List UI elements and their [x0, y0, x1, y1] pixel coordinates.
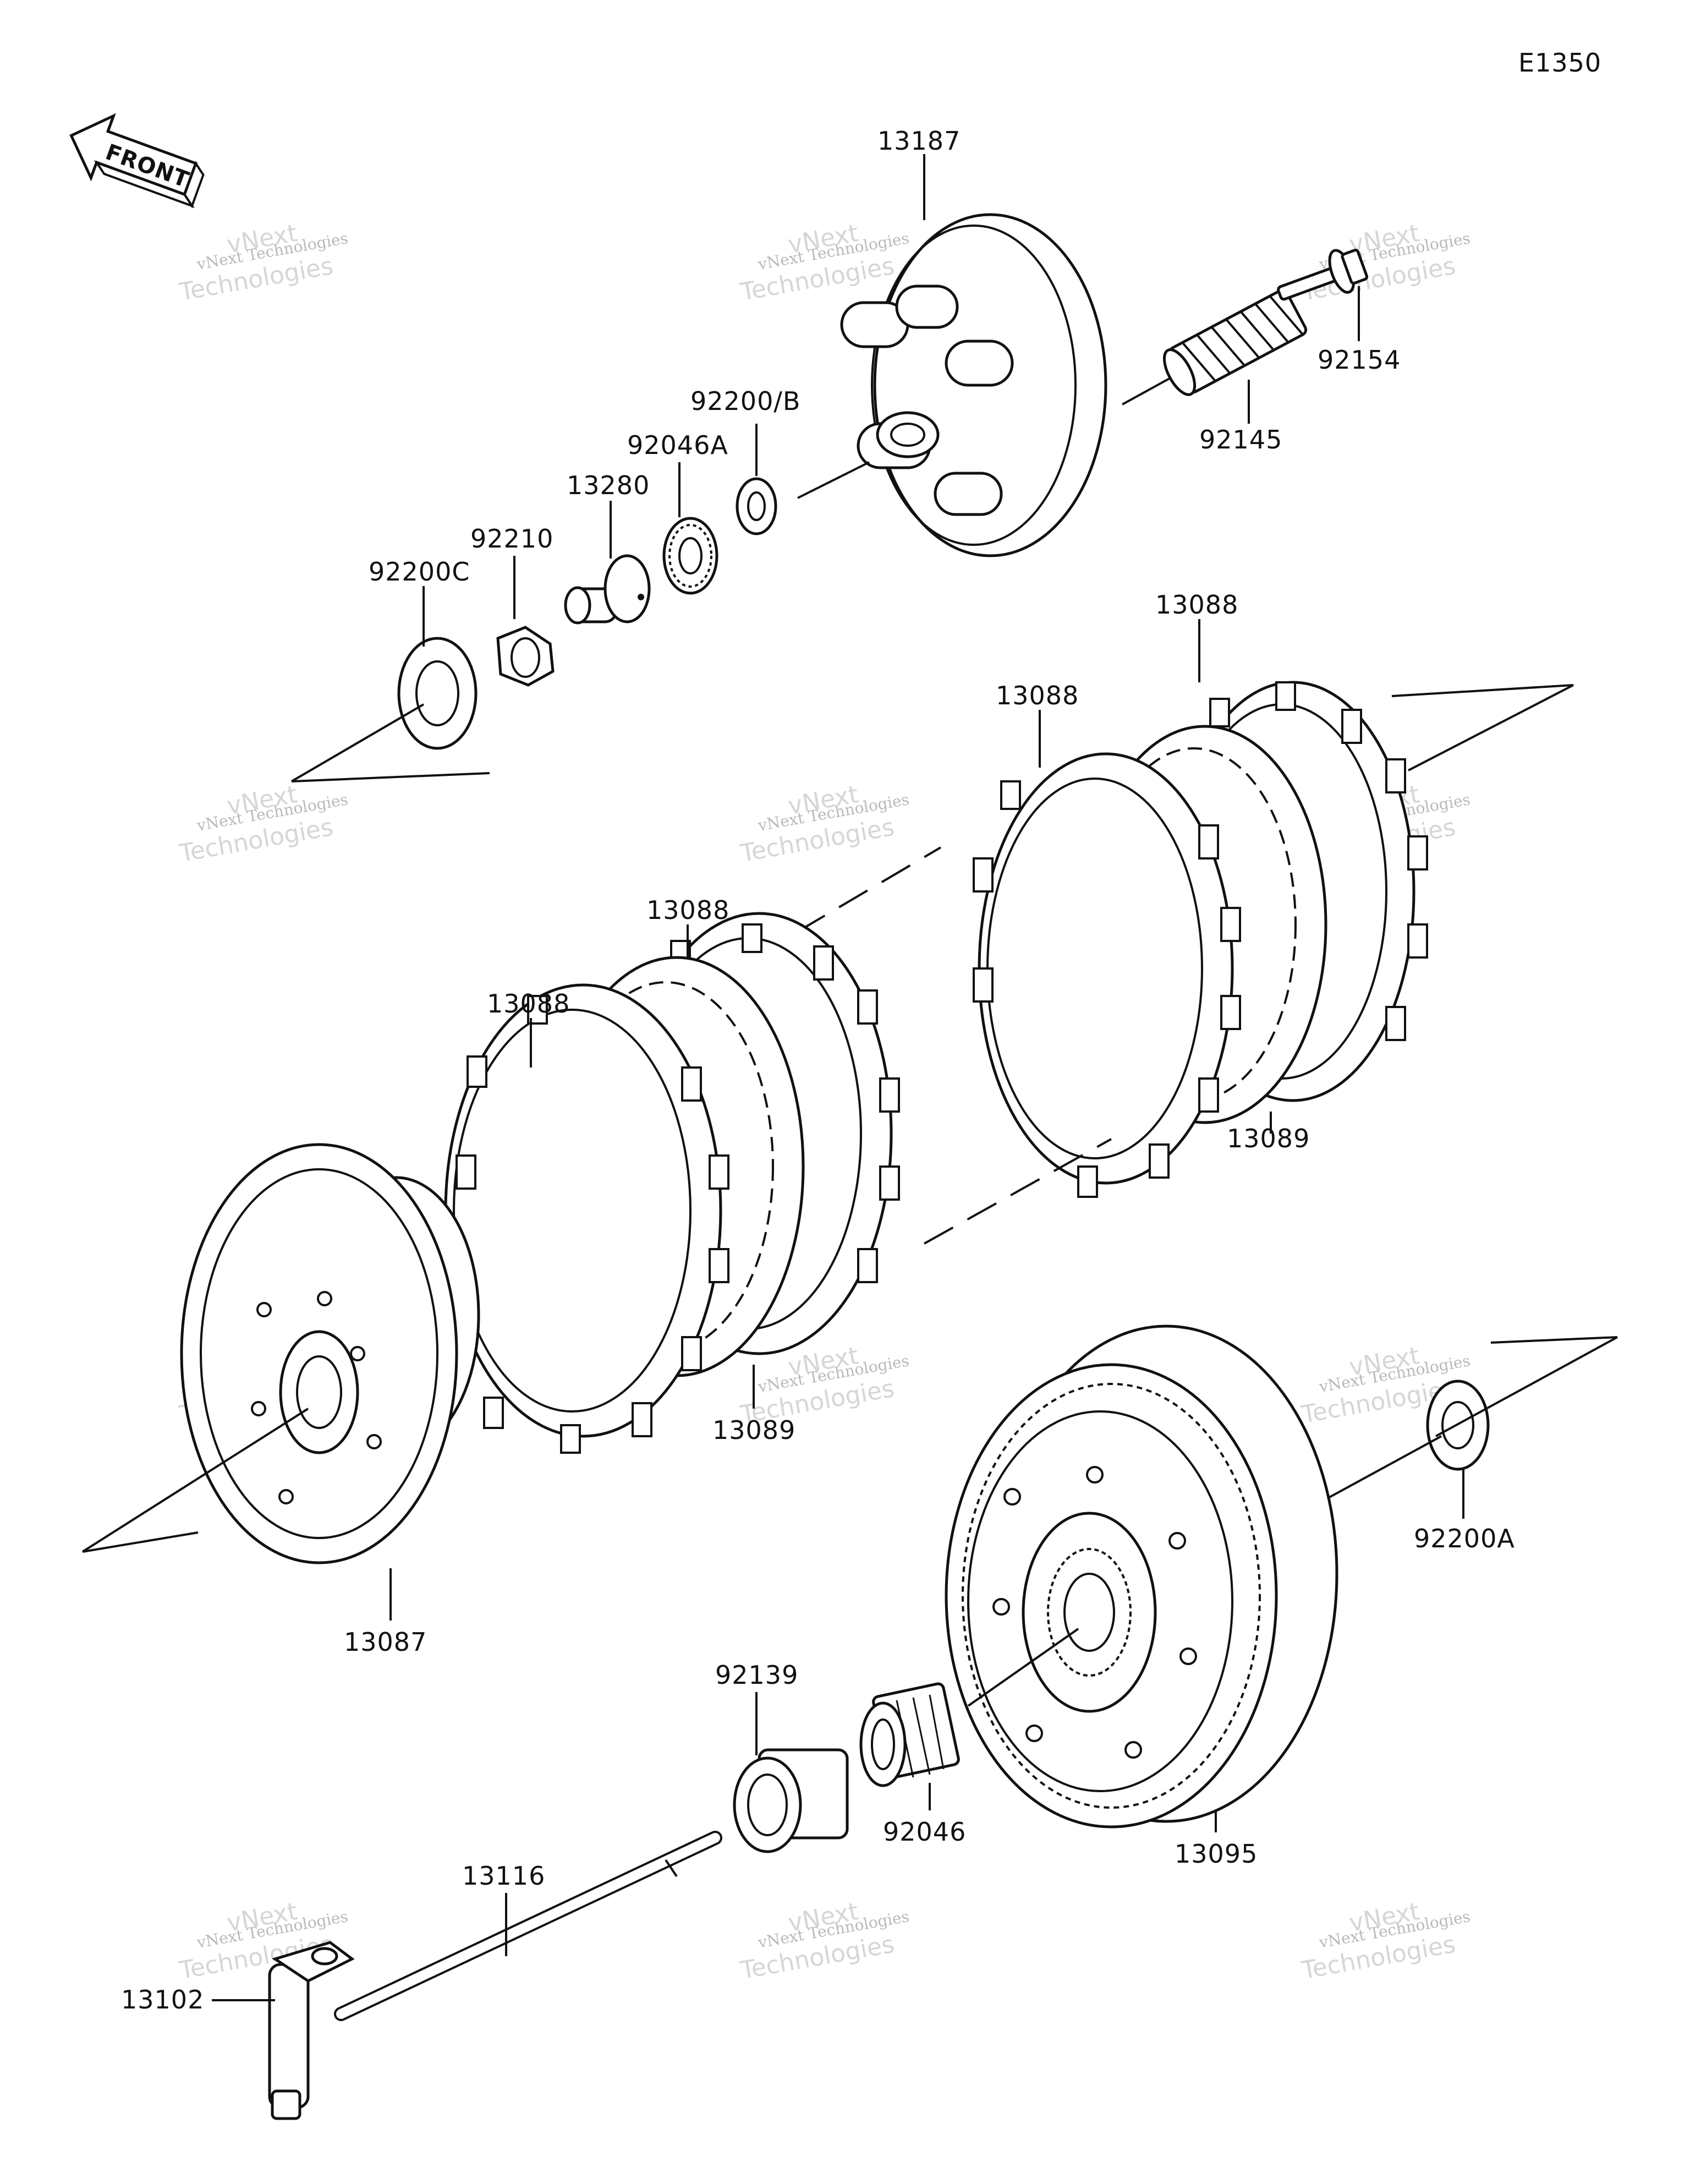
- part-label-13187: 13187: [877, 126, 961, 156]
- watermarks: vNext vNext Technologies Technologies vN…: [177, 219, 1472, 1985]
- washer-92200c: [290, 637, 490, 782]
- friction-plate-13088-a: [444, 983, 729, 1454]
- front-arrow-icon: FRONT: [69, 113, 205, 209]
- part-label-92139: 92139: [715, 1660, 798, 1690]
- part-label-92200c: 92200C: [369, 557, 470, 587]
- washer-92200b: [736, 477, 777, 535]
- clutch-hub-13087: [81, 1143, 480, 1564]
- part-label-92046: 92046: [883, 1817, 966, 1847]
- bearing-92046a: [662, 517, 718, 595]
- part-label-13088-b: 13088: [646, 895, 729, 925]
- diagram-code: E1350: [1518, 48, 1601, 78]
- release-shaft-13102: [268, 1941, 355, 2120]
- part-label-92145: 92145: [1199, 425, 1282, 455]
- part-label-92154: 92154: [1318, 345, 1401, 375]
- needle-bearing-92046: [859, 1682, 960, 1787]
- pressure-plate-13187: [797, 213, 1107, 557]
- washer-92200a: [1320, 1336, 1618, 1503]
- part-label-13102: 13102: [121, 1985, 204, 2015]
- push-rod-13116: [334, 1831, 722, 2021]
- part-label-13088-a: 13088: [487, 989, 570, 1019]
- clutch-spring-92145: [1122, 288, 1308, 406]
- part-label-13089-b: 13089: [1227, 1124, 1310, 1153]
- part-label-92210: 92210: [470, 524, 553, 554]
- pusher-13280: [564, 554, 651, 625]
- nut-92210: [496, 626, 555, 687]
- part-label-92046a: 92046A: [627, 430, 728, 460]
- part-label-92200a: 92200A: [1414, 1524, 1515, 1553]
- part-label-13088-c: 13088: [996, 681, 1079, 710]
- bolt-92154: [1277, 249, 1369, 301]
- part-label-13280: 13280: [567, 470, 650, 500]
- part-label-13089-a: 13089: [712, 1415, 795, 1445]
- part-label-92200b: 92200/B: [690, 386, 800, 416]
- clutch-housing-13095: [945, 1324, 1338, 1829]
- part-label-13087: 13087: [344, 1627, 427, 1657]
- part-label-13088-d: 13088: [1155, 590, 1238, 620]
- friction-plate-13088-c: [973, 752, 1241, 1198]
- collar-92139: [733, 1748, 849, 1853]
- part-label-13116: 13116: [462, 1861, 545, 1891]
- part-label-13095: 13095: [1175, 1839, 1258, 1869]
